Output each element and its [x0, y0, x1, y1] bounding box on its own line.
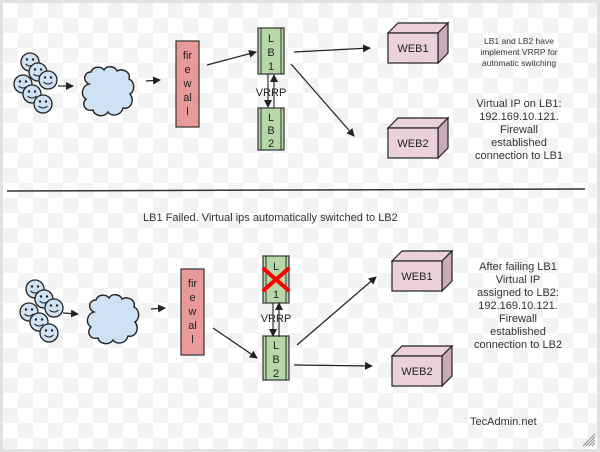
firewall-label-5: l	[191, 334, 193, 346]
resize-grip-icon[interactable]	[582, 433, 596, 447]
internet-cloud-icon	[81, 66, 135, 117]
vrrp-label: VRRP	[256, 87, 287, 99]
firewall-label-4: al	[183, 92, 192, 104]
svg-text:connection to LB1: connection to LB1	[475, 150, 563, 162]
svg-text:Virtual IP on LB1:: Virtual IP on LB1:	[476, 98, 561, 110]
web1-label: WEB1	[401, 271, 432, 283]
firewall-label-4: al	[188, 320, 197, 332]
firewall-label-2: e	[189, 292, 195, 304]
lb2-label-2: B	[267, 125, 274, 137]
vrrp-label: VRRP	[261, 313, 292, 325]
svg-text:implement VRRP for: implement VRRP for	[480, 47, 557, 57]
firewall-label-3: w	[188, 306, 197, 318]
arrow-lb1-to-web1	[293, 44, 371, 53]
virtual-ip-note-top: Virtual IP on LB1: 192.169.10.121. Firew…	[475, 98, 563, 162]
svg-text:connection to LB2: connection to LB2	[474, 339, 562, 351]
web1-server: WEB1	[391, 250, 453, 292]
web1-server: WEB1	[387, 22, 449, 64]
svg-text:automatic switching: automatic switching	[482, 58, 556, 68]
bottom-scenario: fir e w al l L 1 L B 2 V	[19, 250, 562, 428]
lb2-label-1: L	[273, 340, 279, 352]
failed-x-icon	[262, 267, 290, 292]
arrow-lb1-to-web2	[290, 63, 355, 137]
lb1-label-1: L	[268, 33, 274, 45]
lb2-label-2: B	[272, 354, 279, 366]
virtual-ip-note-bottom: After failing LB1 Virtual IP assigned to…	[474, 261, 562, 351]
svg-text:LB1 and LB2 have: LB1 and LB2 have	[484, 36, 554, 46]
lb2-box: L B 2	[257, 107, 285, 151]
arrow-lb2-to-web2	[293, 361, 373, 370]
svg-text:After failing LB1: After failing LB1	[479, 261, 557, 273]
web2-label: WEB2	[401, 366, 432, 378]
svg-text:192.169.10.121.: 192.169.10.121.	[479, 111, 559, 123]
firewall-label-3: w	[183, 78, 192, 90]
arrow-lb2-to-web1	[296, 276, 377, 346]
top-scenario: fir e w al l L B 1 L B 2 VRRP	[13, 22, 563, 162]
lb1-label-3: 1	[273, 289, 279, 301]
firewall-box: fir e w al l	[180, 268, 205, 356]
web2-server: WEB2	[391, 345, 453, 387]
firewall-label-2: e	[184, 64, 190, 76]
lb1-box: L B 1	[257, 27, 285, 75]
svg-text:established: established	[491, 137, 547, 149]
arrow-firewall-to-lb2	[212, 327, 258, 359]
lb1-label-1: L	[273, 261, 279, 273]
failover-caption: LB1 Failed. Virtual ips automatically sw…	[143, 212, 398, 224]
watermark-text: TecAdmin.net	[470, 416, 537, 428]
svg-text:Firewall: Firewall	[500, 124, 538, 136]
web1-label: WEB1	[397, 43, 428, 55]
svg-text:established: established	[490, 326, 546, 338]
users-group-icon	[19, 279, 64, 343]
internet-cloud-icon	[86, 294, 140, 345]
lb1-label-3: 1	[268, 61, 274, 73]
lb1-label-2: B	[267, 47, 274, 59]
section-divider	[6, 188, 586, 192]
arrow-firewall-to-lb1	[206, 49, 257, 66]
firewall-box: fir e w al l	[175, 40, 200, 128]
arrow-internet-to-firewall	[150, 304, 166, 313]
firewall-label-5: l	[186, 106, 188, 118]
arrow-internet-to-firewall	[145, 76, 161, 85]
firewall-label-1: fir	[183, 50, 193, 62]
lb2-label-3: 2	[273, 368, 279, 380]
users-group-icon	[13, 52, 58, 114]
vrrp-note: LB1 and LB2 have implement VRRP for auto…	[480, 36, 557, 68]
svg-text:Firewall: Firewall	[499, 313, 537, 325]
lb2-box: L B 2	[262, 335, 290, 381]
lb2-label-1: L	[268, 112, 274, 124]
web2-server: WEB2	[387, 117, 449, 159]
lb1-box-failed: L 1	[262, 255, 290, 304]
svg-text:assigned to LB2:: assigned to LB2:	[477, 287, 559, 299]
svg-text:Virtual IP: Virtual IP	[496, 274, 540, 286]
lb2-label-3: 2	[268, 138, 274, 150]
arrow-users-to-internet	[62, 309, 79, 318]
firewall-label-1: fir	[188, 278, 198, 290]
web2-label: WEB2	[397, 138, 428, 150]
svg-text:192.169.10.121.: 192.169.10.121.	[478, 300, 558, 312]
